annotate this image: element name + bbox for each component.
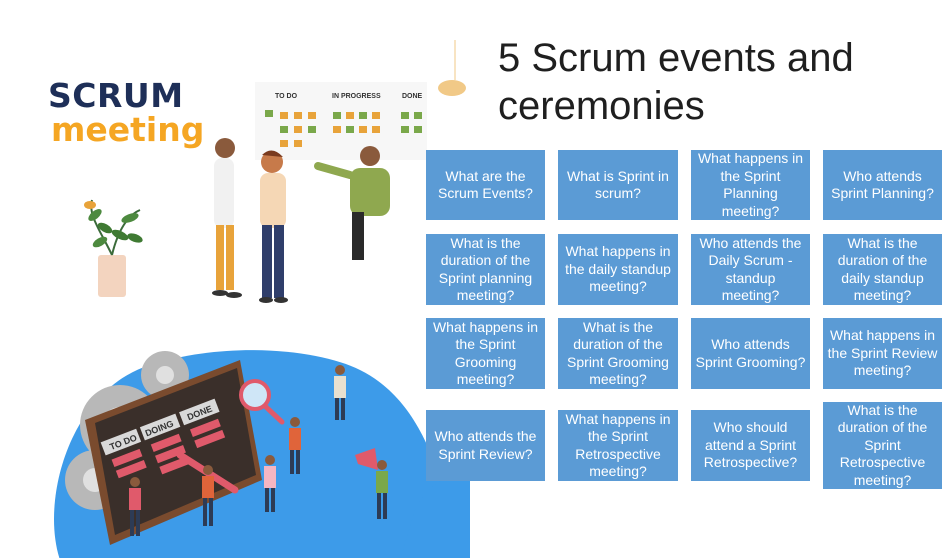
- plant-icon: [84, 199, 143, 297]
- board-label-progress: IN PROGRESS: [332, 93, 381, 100]
- page-title: 5 Scrum events and ceremonies: [498, 36, 854, 128]
- tile-sprint-grooming-duration[interactable]: What is the duration of the Sprint Groom…: [558, 318, 678, 389]
- tile-sprint-planning-duration[interactable]: What is the duration of the Sprint plann…: [426, 234, 545, 305]
- tile-retrospective-duration[interactable]: What is the duration of the Sprint Retro…: [823, 402, 942, 489]
- lamp: [438, 80, 466, 96]
- people-group: [129, 365, 388, 536]
- tile-scrum-events[interactable]: What are the Scrum Events?: [426, 150, 545, 220]
- tile-retrospective-attendees[interactable]: Who should attend a Sprint Retrospective…: [691, 410, 810, 481]
- tile-sprint-review[interactable]: What happens in the Sprint Review meetin…: [823, 318, 942, 389]
- tile-daily-scrum-attendees[interactable]: Who attends the Daily Scrum - standup me…: [691, 234, 810, 305]
- megaphone-icon: [355, 448, 378, 470]
- person-1: [212, 138, 242, 298]
- team-board-illustration: TO DO IN PROGRESS DONE: [84, 40, 466, 303]
- board-label-done: DONE: [402, 93, 423, 100]
- tile-sprint-review-attendees[interactable]: Who attends the Sprint Review?: [426, 410, 545, 481]
- board-label-todo: TO DO: [275, 93, 298, 100]
- tile-sprint-in-scrum[interactable]: What is Sprint in scrum?: [558, 150, 678, 220]
- tile-sprint-grooming[interactable]: What happens in the Sprint Grooming meet…: [426, 318, 545, 389]
- blue-splash-edge: [400, 476, 470, 558]
- logo-scrum-text: SCRUM: [48, 76, 184, 115]
- tile-daily-standup[interactable]: What happens in the daily standup meetin…: [558, 234, 678, 305]
- tile-sprint-planning-attendees[interactable]: Who attends Sprint Planning?: [823, 150, 942, 220]
- tile-sprint-grooming-attendees[interactable]: Who attends Sprint Grooming?: [691, 318, 810, 389]
- sticky-notes: [265, 110, 422, 147]
- magnifier-icon: [239, 379, 285, 425]
- tile-daily-standup-duration[interactable]: What is the duration of the daily standu…: [823, 234, 942, 305]
- person-3: [314, 146, 390, 260]
- tile-sprint-planning-meeting[interactable]: What happens in the Sprint Planning meet…: [691, 150, 810, 220]
- kanban-illustration: TO DO DOING DONE: [54, 350, 470, 558]
- logo-meeting-text: meeting: [51, 110, 205, 149]
- person-2: [259, 150, 288, 303]
- tile-sprint-retrospective[interactable]: What happens in the Sprint Retrospective…: [558, 410, 678, 481]
